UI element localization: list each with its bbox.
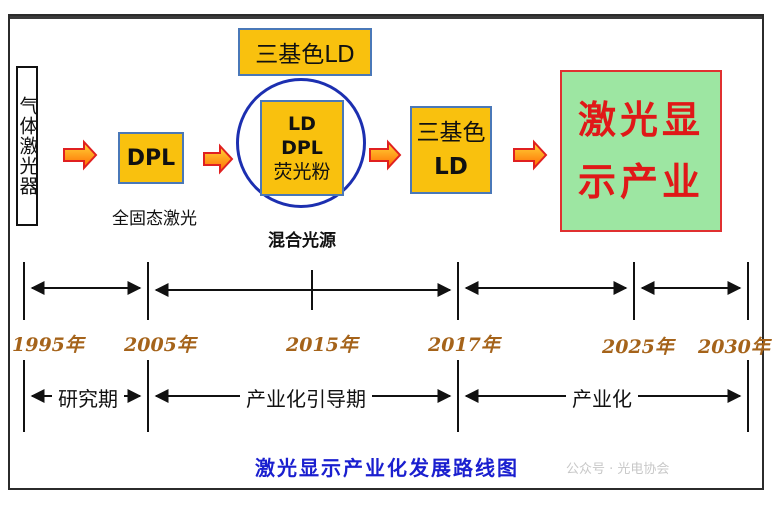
year-2030: 2030年 <box>698 336 770 358</box>
laser-display-line1: 激光显 <box>577 98 704 142</box>
right-arrow-icon <box>203 143 234 175</box>
right-arrow-icon <box>369 139 402 171</box>
year-2017: 2017年 <box>428 334 500 356</box>
gas-laser-box: 气体激光器 <box>16 66 39 226</box>
right-arrow-icon <box>63 139 98 171</box>
mixed-source-box: LD DPL 荧光粉 <box>260 100 344 196</box>
period-industrial: 产业化 <box>566 383 638 412</box>
diagram-frame <box>8 14 764 490</box>
gas-laser-text: 气体激光器 <box>16 96 39 196</box>
year-2015: 2015年 <box>286 334 358 356</box>
mixed-source-label: 混合光源 <box>268 231 336 251</box>
year-2025: 2025年 <box>602 336 674 358</box>
dpl-text: DPL <box>126 145 176 171</box>
mixed-ld: LD <box>288 113 316 135</box>
rgb-ld-line2: LD <box>434 154 468 180</box>
rgb-ld-top-text: 三基色LD <box>255 42 355 68</box>
laser-display-box: 激光显 示产业 <box>560 70 722 232</box>
rgb-ld-line1: 三基色 <box>416 120 486 146</box>
watermark: 公众号 · 光电协会 <box>566 462 670 477</box>
top-rule <box>10 16 762 19</box>
year-2005: 2005年 <box>124 334 196 356</box>
mixed-phosphor: 荧光粉 <box>273 161 331 183</box>
period-guidance: 产业化引导期 <box>240 383 372 412</box>
mixed-dpl: DPL <box>281 137 323 159</box>
right-arrow-icon <box>513 139 548 171</box>
diagram-caption: 激光显示产业化发展路线图 <box>255 456 519 480</box>
dpl-box: DPL <box>118 132 184 184</box>
laser-display-line2: 示产业 <box>577 160 704 204</box>
rgb-ld-top-box: 三基色LD <box>238 28 372 76</box>
rgb-ld-box: 三基色 LD <box>410 106 492 194</box>
solid-state-label: 全固态激光 <box>112 209 197 229</box>
period-research: 研究期 <box>52 383 124 412</box>
mixed-source-circle <box>236 78 366 208</box>
year-1995: 1995年 <box>12 334 84 356</box>
